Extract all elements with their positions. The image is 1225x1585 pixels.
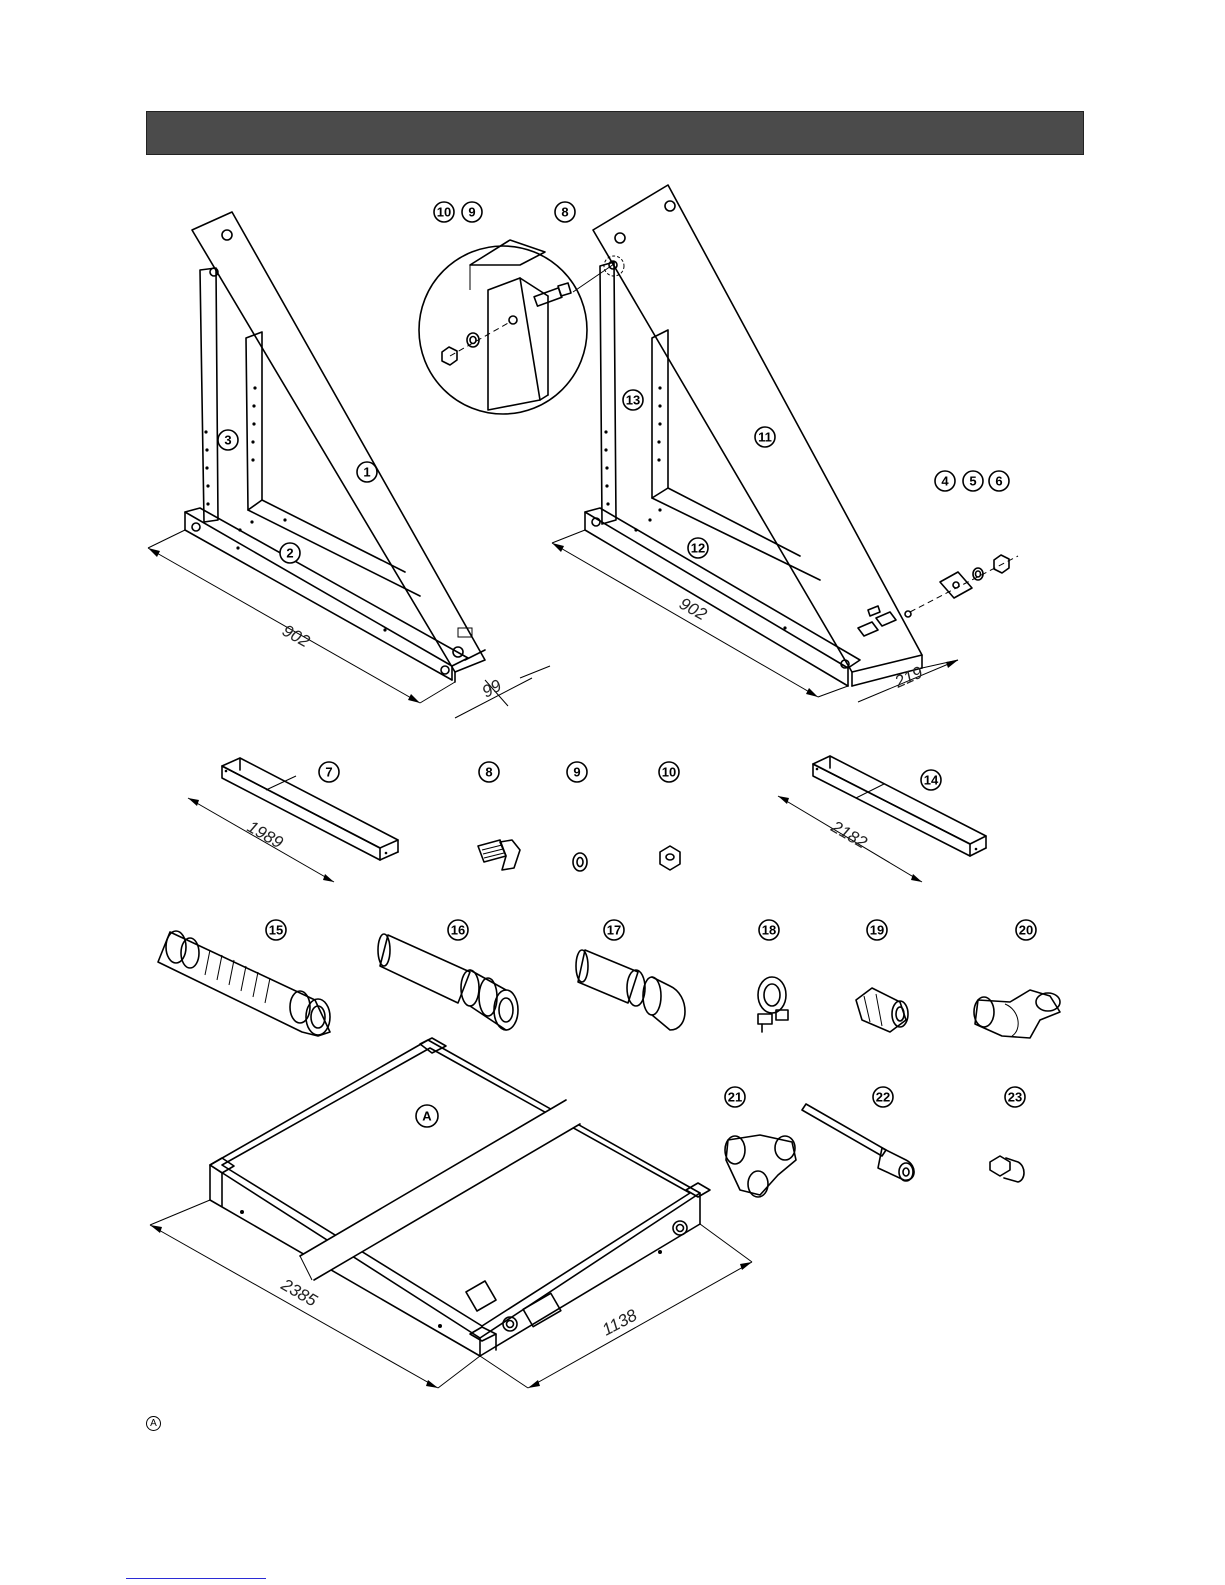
callout-4: 4 <box>935 471 955 491</box>
svg-text:21: 21 <box>728 1090 742 1105</box>
bolt-detail-view <box>419 240 624 414</box>
callout-8: 8 <box>479 762 499 782</box>
callout-10: 10 <box>659 762 679 782</box>
svg-text:23: 23 <box>1008 1090 1022 1105</box>
svg-text:9: 9 <box>573 765 580 780</box>
callout-21: 21 <box>725 1087 745 1107</box>
callout-7: 7 <box>319 762 339 782</box>
svg-text:4: 4 <box>941 474 949 489</box>
svg-text:19: 19 <box>870 923 884 938</box>
pipe-clamp-part-18 <box>758 977 788 1032</box>
svg-text:11: 11 <box>758 430 772 445</box>
rail-14-drawing <box>778 756 986 882</box>
end-cap-part-17 <box>576 950 685 1030</box>
callout-6: 6 <box>989 471 1009 491</box>
dim-collector-width: 1138 <box>599 1305 641 1339</box>
svg-text:8: 8 <box>561 205 568 220</box>
tee-fitting-part-21 <box>725 1135 796 1197</box>
callout-12: 12 <box>688 538 708 558</box>
callout-15: 15 <box>266 920 286 940</box>
svg-text:20: 20 <box>1019 923 1033 938</box>
callout-14: 14 <box>921 770 941 790</box>
dim-right-width: 219 <box>891 663 926 693</box>
svg-text:16: 16 <box>451 923 465 938</box>
bolt-part-8 <box>478 840 520 870</box>
dim-rail-7: 1989 <box>244 817 287 853</box>
callout-16: 16 <box>448 920 468 940</box>
legend-note: A <box>146 1416 161 1431</box>
svg-text:13: 13 <box>626 393 640 408</box>
compression-fitting-part-19 <box>856 988 908 1032</box>
footer-link-underline[interactable] <box>126 1578 266 1579</box>
callout-1: 1 <box>357 462 377 482</box>
svg-text:10: 10 <box>437 205 451 220</box>
svg-text:3: 3 <box>224 433 231 448</box>
flex-hose-part-15 <box>158 931 330 1036</box>
nut-part-10 <box>660 846 680 870</box>
svg-text:17: 17 <box>607 923 621 938</box>
callout-9-detail: 9 <box>462 202 482 222</box>
dim-right-depth: 902 <box>676 594 710 625</box>
svg-text:18: 18 <box>762 923 776 938</box>
collector-panel-drawing <box>150 1038 752 1388</box>
svg-text:15: 15 <box>269 923 283 938</box>
plug-part-23 <box>990 1156 1024 1182</box>
svg-text:A: A <box>422 1109 432 1124</box>
callout-18: 18 <box>759 920 779 940</box>
rail-7-drawing <box>188 758 398 882</box>
svg-text:9: 9 <box>468 205 475 220</box>
callout-22: 22 <box>873 1087 893 1107</box>
svg-text:1: 1 <box>363 465 370 480</box>
callout-5: 5 <box>963 471 983 491</box>
callout-11: 11 <box>755 427 775 447</box>
callout-8-detail: 8 <box>555 202 575 222</box>
svg-text:2: 2 <box>286 546 293 561</box>
svg-text:14: 14 <box>924 773 939 788</box>
svg-text:8: 8 <box>485 765 492 780</box>
connector-part-16 <box>378 934 518 1030</box>
svg-text:5: 5 <box>969 474 976 489</box>
right-frame-drawing <box>552 185 1018 702</box>
svg-text:10: 10 <box>662 765 676 780</box>
elbow-fitting-part-20 <box>974 990 1060 1038</box>
svg-text:12: 12 <box>691 541 705 556</box>
callout-A: A <box>416 1105 438 1127</box>
sensor-sleeve-part-22 <box>802 1104 914 1181</box>
svg-text:7: 7 <box>325 765 332 780</box>
callout-9: 9 <box>567 762 587 782</box>
callout-13: 13 <box>623 390 643 410</box>
washer-part-9 <box>573 853 587 871</box>
callout-19: 19 <box>867 920 887 940</box>
callout-2: 2 <box>280 543 300 563</box>
legend-marker: A <box>146 1416 161 1431</box>
callout-17: 17 <box>604 920 624 940</box>
svg-text:22: 22 <box>876 1090 890 1105</box>
left-frame-drawing <box>148 212 550 718</box>
svg-text:6: 6 <box>995 474 1002 489</box>
callout-3: 3 <box>218 430 238 450</box>
callout-23: 23 <box>1005 1087 1025 1107</box>
callout-10-detail: 10 <box>434 202 454 222</box>
callout-20: 20 <box>1016 920 1036 940</box>
